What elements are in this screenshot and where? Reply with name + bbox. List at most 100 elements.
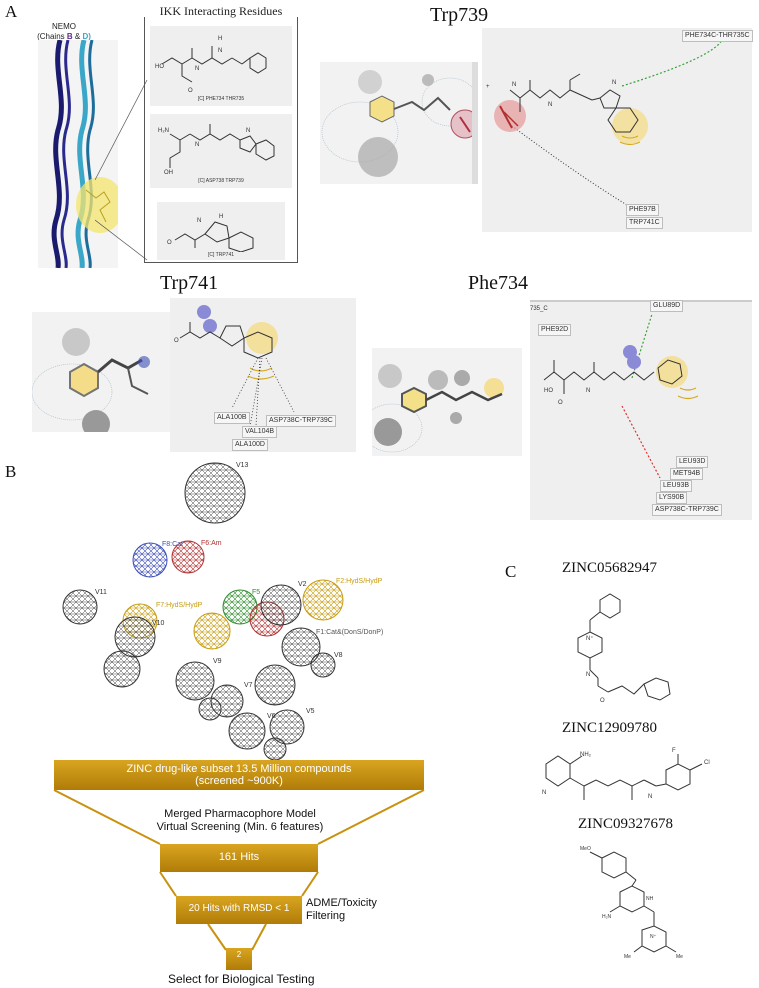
funnel-top-line2: (screened ~900K) — [195, 775, 283, 787]
feature-label-v11: V11 — [95, 589, 107, 596]
funnel-top-text: ZINC drug-like subset 13.5 Million compo… — [54, 763, 424, 787]
svg-text:N: N — [542, 790, 546, 796]
phe734-title: Phe734 — [468, 272, 528, 294]
zoom-lines — [95, 79, 148, 261]
trp739-3d-view — [320, 62, 478, 184]
feature-label-v9: V9 — [213, 658, 222, 665]
svg-text:N: N — [612, 80, 616, 86]
phe734-label-leu93b: LEU93B — [660, 480, 693, 492]
select-testing-text: Select for Biological Testing — [168, 972, 315, 986]
feature-label-v6: V6 — [267, 713, 276, 720]
ikk-residues-box: IKK Interacting Residues HO N H N O [C] … — [144, 4, 298, 263]
feature-label-f2: F2:HydS/HydP — [336, 578, 383, 585]
feature-label-f8: F8:Cat — [162, 541, 184, 548]
feature-label-v8: V8 — [334, 652, 343, 659]
svg-text:Cl: Cl — [704, 760, 710, 766]
trp739-label-2: PHE97B — [626, 204, 659, 216]
final-count-text: 2 — [236, 950, 242, 959]
panel-c-letter: C — [505, 562, 517, 581]
svg-text:NH: NH — [646, 896, 654, 902]
svg-text:N: N — [586, 672, 590, 678]
svg-text:NH₂: NH₂ — [580, 752, 592, 758]
adme-line2: Filtering — [306, 910, 346, 922]
svg-text:H: H — [219, 214, 223, 220]
phe734-2d-diagram: HO N O 735_C PHE92D GLU89D LEU93D MET94B… — [530, 300, 752, 520]
svg-text:N: N — [246, 128, 250, 134]
svg-text:HO: HO — [544, 388, 553, 394]
svg-text:Me: Me — [624, 954, 631, 960]
svg-text:N: N — [195, 142, 199, 148]
zinc-structure-2: NH₂ N F Cl N — [542, 748, 710, 800]
trp739-2d-diagram: + N N N PHE734C-THR735C PHE97B TRP741C — [482, 28, 753, 232]
feature-label-f1: F1:Cat&(DonS/DonP) — [316, 629, 384, 636]
feature-label-f6: F6:Am — [201, 540, 222, 547]
svg-text:N: N — [512, 82, 516, 88]
feature-label-v2: V2 — [298, 581, 307, 588]
feature-label-v5: V5 — [306, 708, 315, 715]
feature-label-f7: F7:HydS/HydP — [156, 602, 203, 609]
nemo-label-line1: NEMO — [52, 22, 76, 31]
trp741-label-3: ALA100D — [232, 439, 268, 451]
svg-text:N: N — [218, 48, 222, 54]
trp739-label-3: TRP741C — [626, 217, 663, 229]
trp741-label-2: VAL104B — [242, 426, 278, 438]
svg-text:N: N — [195, 66, 199, 72]
feature-label-v13: V13 — [236, 462, 249, 469]
svg-text:N: N — [197, 218, 201, 224]
pharmacophore-model — [62, 462, 344, 761]
zinc-structure-1: N⁺ N O — [577, 593, 671, 704]
trp739-title: Trp739 — [430, 4, 489, 26]
merged-model-text: Merged Pharmacophore Model Virtual Scree… — [100, 808, 380, 834]
svg-text:O: O — [174, 338, 179, 344]
svg-text:O: O — [558, 400, 563, 406]
ikk-caption-1: [C] PHE734 THR735 — [197, 96, 245, 102]
phe734-label-asp738c: ASP738C-TRP739C — [652, 504, 722, 516]
svg-text:N: N — [586, 388, 590, 394]
svg-text:+: + — [486, 84, 490, 90]
nemo-chains-prefix: (Chains — [37, 32, 67, 41]
trp741-2d-diagram: O ALA100B VAL104B ALA100D ASP738C-TRP739… — [170, 298, 356, 452]
trp741-3d-view — [32, 312, 170, 432]
svg-text:Me: Me — [676, 954, 683, 960]
svg-text:O: O — [600, 698, 605, 704]
svg-text:N: N — [548, 102, 552, 108]
ikk-structure-asp738: H₂N OH N N [C] ASP738 TRP739 — [150, 114, 292, 188]
svg-text:N⁺: N⁺ — [586, 635, 594, 642]
phe734-label-glu89d: GLU89D — [650, 300, 684, 312]
zinc-name-3: ZINC09327678 — [578, 816, 673, 832]
ikk-structure-phe734: HO N H N O [C] PHE734 THR735 — [150, 26, 292, 106]
trp739-label-1: PHE734C-THR735C — [682, 30, 753, 42]
svg-text:O: O — [188, 88, 193, 94]
ikk-structure-trp741: O N H [C] TRP741 — [157, 202, 285, 260]
nemo-helix-structure — [38, 40, 118, 268]
ikk-caption-3: [C] TRP741 — [207, 252, 235, 258]
nemo-label-line2: (Chains B & D) — [34, 32, 94, 42]
nemo-amp: & — [72, 32, 83, 41]
nemo-label: NEMO (Chains B & D) — [34, 22, 94, 42]
phe734-label-lys90b: LYS90B — [656, 492, 688, 504]
ikk-box-title: IKK Interacting Residues — [145, 4, 297, 19]
zinc-name-2: ZINC12909780 — [562, 720, 657, 736]
phe734-label-phe92d: PHE92D — [538, 324, 572, 336]
merged-line1: Merged Pharmacophore Model — [164, 808, 316, 820]
funnel-top-line1: ZINC drug-like subset 13.5 Million compo… — [126, 763, 352, 775]
feature-label-v10: V10 — [152, 620, 165, 627]
panel-a-letter: A — [5, 2, 18, 21]
trp741-label-4: ASP738C-TRP739C — [266, 415, 336, 427]
hits-161-text: 161 Hits — [218, 851, 260, 863]
svg-text:H: H — [218, 36, 222, 42]
adme-filter-text: ADME/Toxicity Filtering — [306, 897, 377, 923]
trp741-label-1: ALA100B — [214, 412, 250, 424]
screening-funnel — [53, 760, 425, 970]
phe734-label-735c: 735_C — [530, 306, 548, 312]
svg-text:N⁺: N⁺ — [650, 934, 657, 940]
trp741-title: Trp741 — [160, 272, 219, 294]
phe734-label-met94b: MET94B — [670, 468, 704, 480]
svg-text:MeO: MeO — [580, 846, 591, 852]
feature-label-v7: V7 — [244, 682, 253, 689]
phe734-3d-view — [372, 348, 522, 456]
nemo-chain-b: B — [66, 32, 73, 41]
zinc-structure-3: MeO H₂N NH N⁺ Me Me — [580, 846, 683, 960]
svg-text:N: N — [648, 794, 652, 800]
svg-text:H₂N: H₂N — [158, 128, 169, 134]
